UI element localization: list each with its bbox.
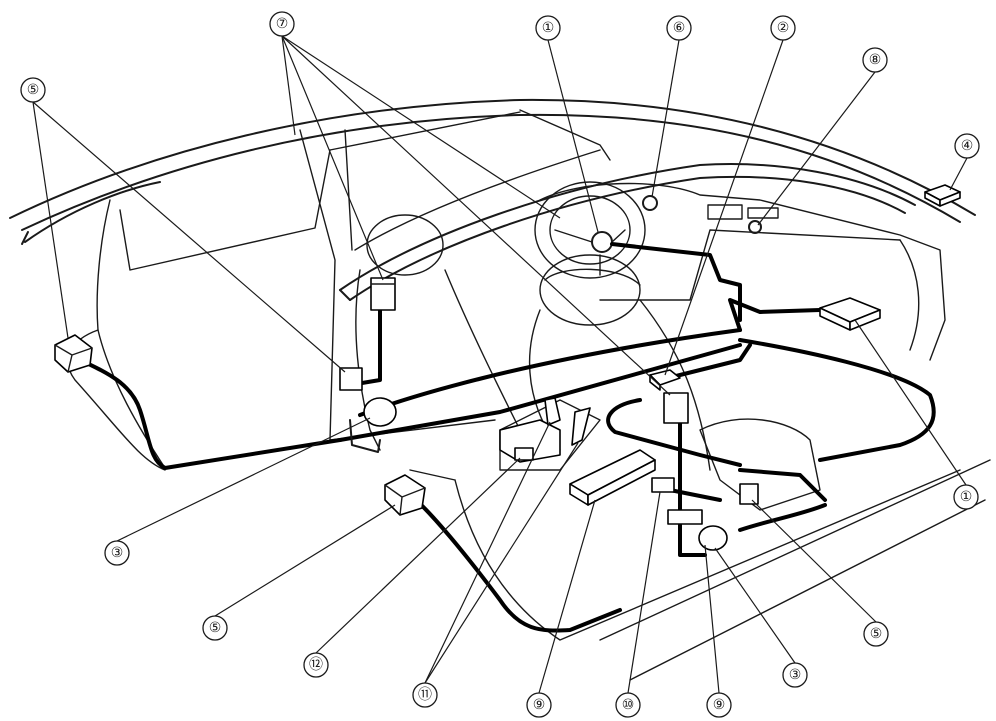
instrument-panel-details [642, 195, 779, 234]
callout-9a: ⑨ [526, 692, 552, 718]
passenger-airbag-module [819, 297, 881, 331]
callout-4: ④ [954, 133, 980, 159]
callout-label: ③ [789, 667, 802, 683]
rear-side-sensor [54, 334, 93, 373]
center-console-unit [499, 419, 561, 463]
callout-label: ④ [961, 138, 974, 154]
buckle-sensors [544, 397, 591, 446]
seatbelt-pretensioner-driver [667, 509, 728, 551]
callout-label: ⑥ [673, 20, 686, 36]
callout-7: ⑦ [269, 11, 295, 37]
callout-5a: ⑤ [20, 77, 46, 103]
callout-label: ⑦ [276, 16, 289, 32]
callout-5b: ⑤ [202, 615, 228, 641]
callout-label: ② [777, 20, 790, 36]
callout-9b: ⑨ [706, 692, 732, 718]
callout-label: ⑤ [870, 626, 883, 642]
callout-1a: ① [535, 15, 561, 41]
callout-1b: ① [953, 484, 979, 510]
callout-6: ⑥ [666, 15, 692, 41]
b-pillar-sensor [339, 367, 363, 391]
callout-3b: ③ [782, 662, 808, 688]
callout-label: ⑧ [869, 52, 882, 68]
callout-label: ⑩ [622, 697, 635, 713]
callout-label: ① [542, 20, 555, 36]
side-airbag-driver [663, 392, 689, 424]
leader-lines [32, 35, 968, 694]
callout-8: ⑧ [862, 47, 888, 73]
occupant-sensor-module [651, 477, 675, 493]
callout-3a: ③ [104, 540, 130, 566]
callout-label: ⑨ [533, 697, 546, 713]
front-floor-sensor [384, 474, 426, 516]
wiring-harness [68, 242, 936, 633]
steering-wheel [534, 181, 646, 286]
callout-11: ⑪ [412, 682, 438, 708]
callout-label: ③ [111, 545, 124, 561]
callout-label: ⑫ [309, 657, 323, 673]
car-body-outline [9, 98, 991, 681]
callout-label: ⑤ [27, 82, 40, 98]
airbag-control-module [569, 449, 656, 506]
components [54, 184, 961, 551]
callout-labels: ① ① ② ③ ③ ④ ⑤ ⑤ [20, 11, 980, 718]
right-side-sensor [739, 483, 759, 505]
seatbelt-pretensioner-passenger [349, 397, 397, 453]
callout-label: ⑪ [418, 687, 432, 703]
callout-5c: ⑤ [863, 621, 889, 647]
callout-label: ⑤ [209, 620, 222, 636]
callout-label: ① [960, 489, 973, 505]
callout-10: ⑩ [615, 692, 641, 718]
callout-12: ⑫ [303, 652, 329, 678]
side-airbag-passenger [370, 277, 396, 311]
callout-label: ⑨ [713, 697, 726, 713]
callout-2: ② [770, 15, 796, 41]
